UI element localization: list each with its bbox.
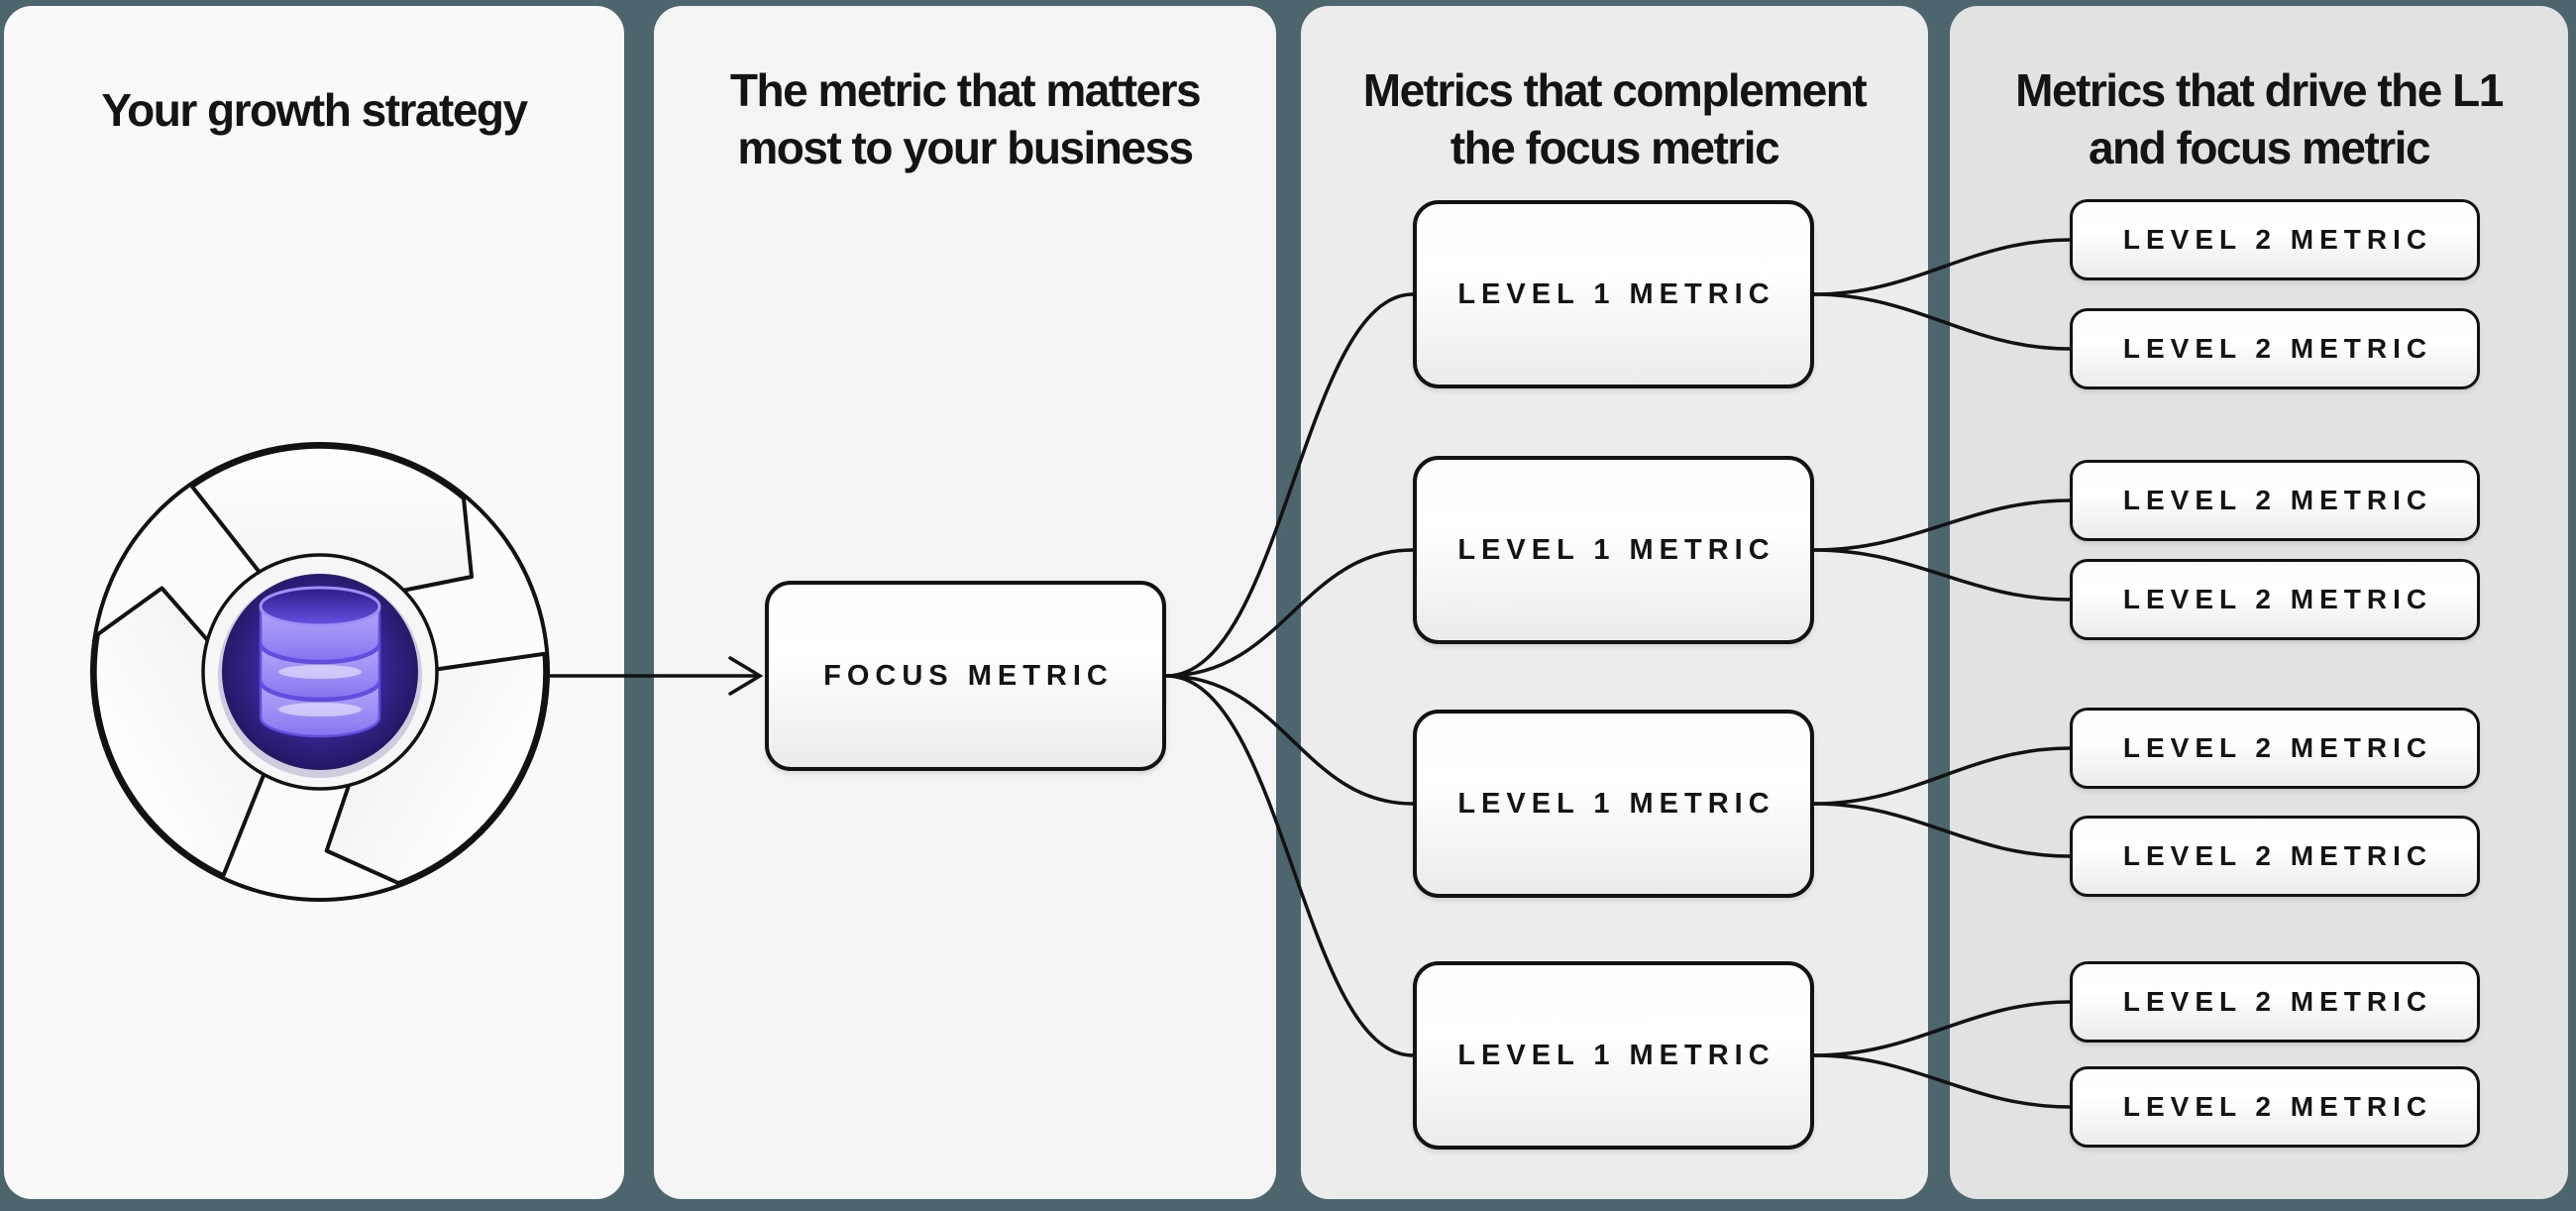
panel-growth-strategy-title: Your growth strategy <box>4 81 624 139</box>
level2-metric-box: LEVEL 2 METRIC <box>2070 199 2480 280</box>
panel-focus-metric: The metric that matters most to your bus… <box>654 6 1276 1199</box>
panel-level1-title: Metrics that complement the focus metric <box>1301 61 1928 176</box>
title-line: The metric that matters <box>729 64 1202 116</box>
level1-metric-label: LEVEL 1 METRIC <box>1457 1039 1775 1071</box>
level2-metric-label: LEVEL 2 METRIC <box>2122 485 2433 515</box>
panel-growth-strategy: Your growth strategy <box>4 6 624 1199</box>
database-icon <box>259 586 381 738</box>
level2-metric-label: LEVEL 2 METRIC <box>2122 732 2433 763</box>
title-line: Metrics that complement <box>1362 64 1868 116</box>
title-line: and focus metric <box>2088 122 2431 173</box>
focus-metric-box: FOCUS METRIC <box>765 581 1166 771</box>
flywheel-icon <box>90 442 550 902</box>
title-line: most to your business <box>737 122 1194 173</box>
level2-metric-label: LEVEL 2 METRIC <box>2122 1091 2433 1122</box>
level1-metric-box: LEVEL 1 METRIC <box>1413 200 1814 388</box>
panel-level2-title: Metrics that drive the L1 and focus metr… <box>1950 61 2568 176</box>
level2-metric-box: LEVEL 2 METRIC <box>2070 308 2480 389</box>
level2-metric-label: LEVEL 2 METRIC <box>2122 986 2433 1017</box>
level2-metric-box: LEVEL 2 METRIC <box>2070 460 2480 541</box>
panel-level2-metrics: Metrics that drive the L1 and focus metr… <box>1950 6 2568 1199</box>
level1-metric-label: LEVEL 1 METRIC <box>1457 787 1775 820</box>
level2-metric-box: LEVEL 2 METRIC <box>2070 708 2480 789</box>
level2-metric-box: LEVEL 2 METRIC <box>2070 559 2480 640</box>
level1-metric-box: LEVEL 1 METRIC <box>1413 456 1814 644</box>
level2-metric-label: LEVEL 2 METRIC <box>2122 584 2433 614</box>
focus-metric-label: FOCUS METRIC <box>823 659 1114 692</box>
level1-metric-label: LEVEL 1 METRIC <box>1457 277 1775 310</box>
level2-metric-box: LEVEL 2 METRIC <box>2070 1066 2480 1148</box>
level2-metric-label: LEVEL 2 METRIC <box>2122 840 2433 871</box>
level2-metric-label: LEVEL 2 METRIC <box>2122 333 2433 364</box>
level2-metric-box: LEVEL 2 METRIC <box>2070 961 2480 1043</box>
level2-metric-box: LEVEL 2 METRIC <box>2070 816 2480 897</box>
level1-metric-box: LEVEL 1 METRIC <box>1413 961 1814 1150</box>
flywheel-blades <box>92 444 548 886</box>
level1-metric-label: LEVEL 1 METRIC <box>1457 533 1775 566</box>
level2-metric-label: LEVEL 2 METRIC <box>2122 224 2433 255</box>
panel-focus-metric-title: The metric that matters most to your bus… <box>654 61 1276 176</box>
title-line: Metrics that drive the L1 <box>2015 64 2504 116</box>
panel-level1-metrics: Metrics that complement the focus metric… <box>1301 6 1928 1199</box>
level1-metric-box: LEVEL 1 METRIC <box>1413 710 1814 898</box>
title-line: the focus metric <box>1449 122 1780 173</box>
title-line: Your growth strategy <box>101 84 528 136</box>
